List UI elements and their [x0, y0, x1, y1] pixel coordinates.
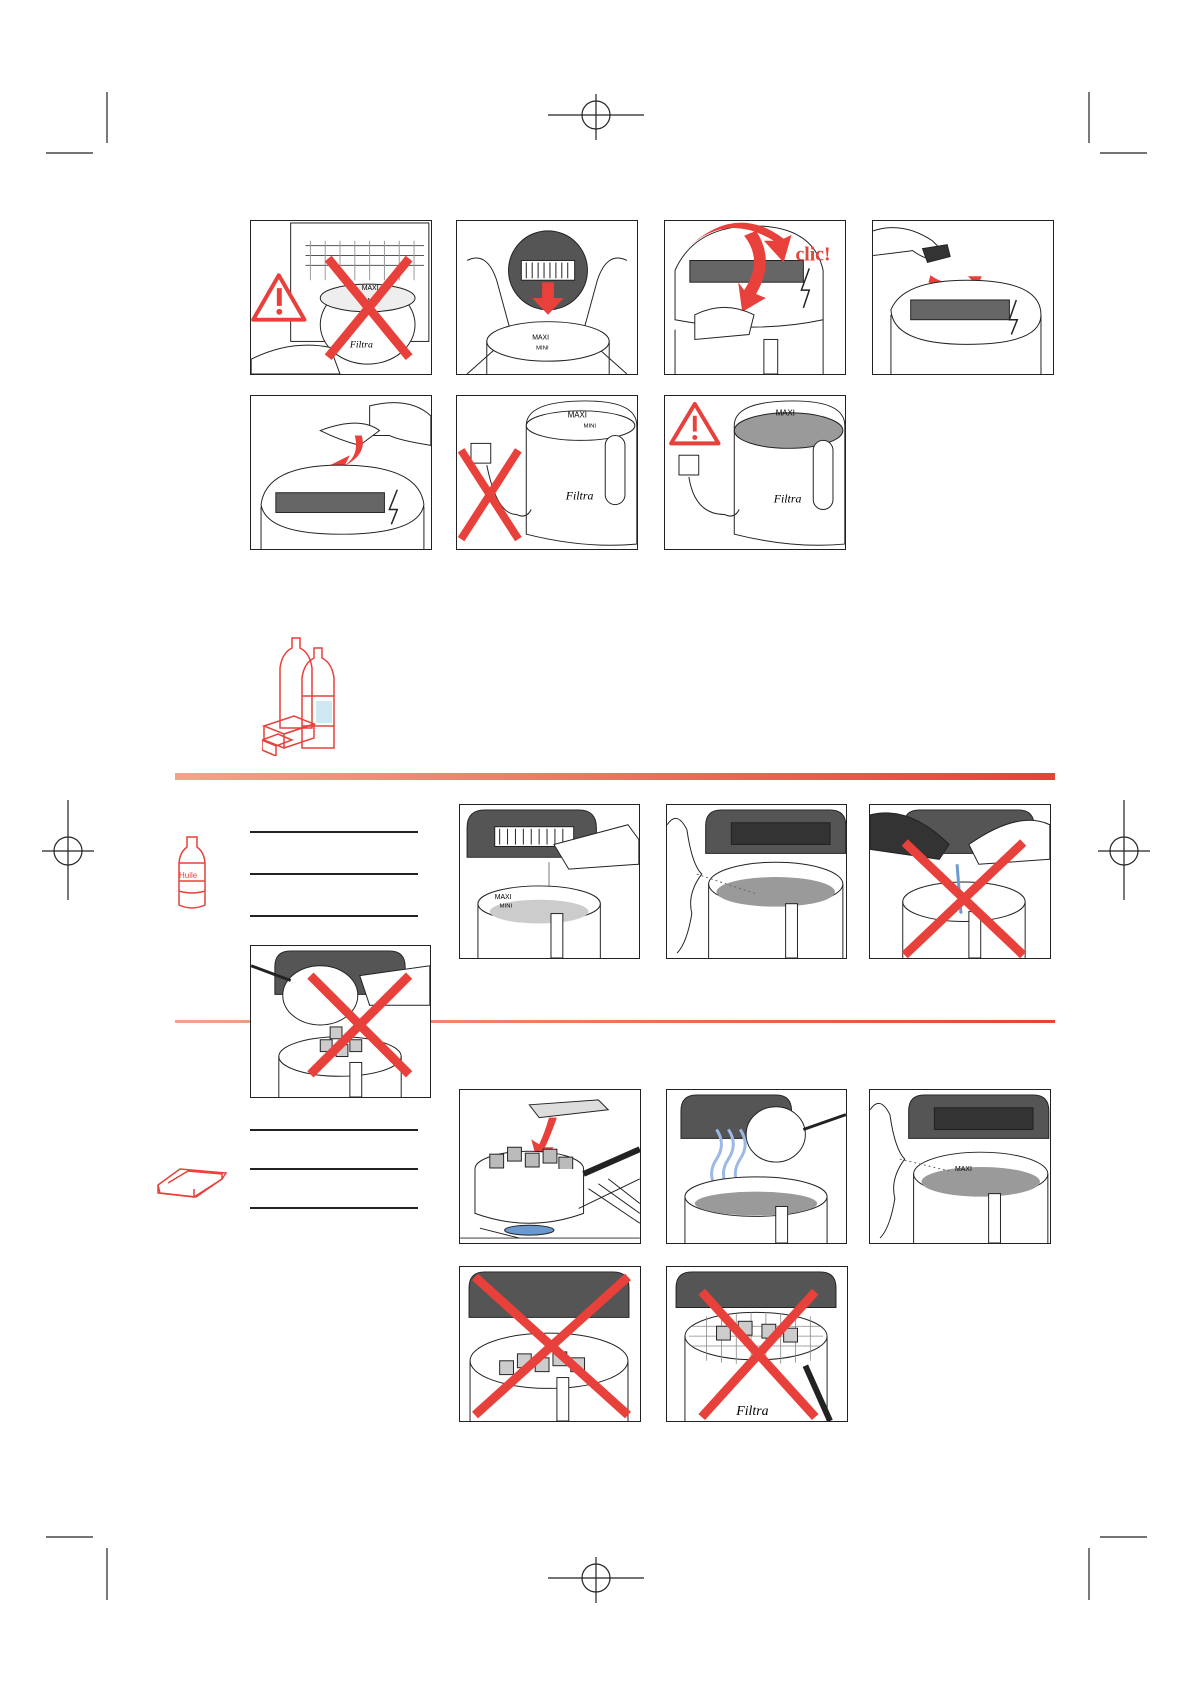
- maxi-label: MAXI: [362, 285, 379, 292]
- cross-icon: [698, 1288, 819, 1421]
- section-band-bottom: [175, 1020, 1055, 1023]
- panel-melt-fat-saucepan: [459, 1089, 641, 1244]
- oil-and-fat-illustration: [262, 637, 335, 756]
- fat-block-icon: [157, 1168, 228, 1198]
- panel-pour-melted-fat-cross: [250, 945, 431, 1098]
- blank-line: [250, 873, 418, 875]
- registration-target-left: [42, 800, 94, 900]
- registration-target-bottom: [548, 1557, 644, 1603]
- svg-text:MAXI: MAXI: [568, 411, 587, 420]
- panel-solid-fat-in-fryer-cross: [459, 1266, 641, 1422]
- svg-text:MAXI: MAXI: [955, 1166, 972, 1173]
- panel-dishwasher-warning: MAXI MINI Filtra: [250, 220, 432, 375]
- cross-icon: [471, 1273, 631, 1419]
- panel-unplugged-cross: MAXI MINI Filtra: [456, 395, 638, 550]
- warning-icon: [251, 273, 307, 322]
- svg-text:MAXI: MAXI: [776, 409, 795, 418]
- panel-close-lid-click: clic!: [664, 220, 846, 375]
- svg-text:MAXI: MAXI: [532, 334, 549, 341]
- cross-icon: [324, 255, 413, 361]
- filtra-label: Filtra: [349, 339, 373, 350]
- cross-icon: [901, 839, 1027, 958]
- panel-check-level: [666, 804, 847, 959]
- svg-text:Filtra: Filtra: [735, 1403, 768, 1418]
- panel-plugged-warning: MAXI Filtra: [664, 395, 846, 550]
- registration-target-top: [548, 94, 644, 140]
- registration-target-right: [1098, 800, 1150, 900]
- huile-label: Huile: [179, 871, 198, 880]
- panel-pour-melted-fat: [666, 1089, 847, 1244]
- panel-check-fat-level: MAXI: [869, 1089, 1051, 1244]
- blank-line: [250, 1168, 418, 1170]
- panel-pour-oil: MAXI MINI: [459, 804, 640, 959]
- section-band-top: [175, 773, 1055, 780]
- panel-lid-filter-cover: [872, 220, 1054, 375]
- blank-line: [250, 1129, 418, 1131]
- svg-text:MINI: MINI: [500, 904, 513, 910]
- svg-text:MAXI: MAXI: [495, 894, 512, 901]
- svg-text:Filtra: Filtra: [565, 489, 594, 503]
- cross-icon: [457, 448, 522, 542]
- oil-bottle-icon: Huile: [178, 836, 206, 909]
- panel-no-solid-oil-cross: [869, 804, 1051, 959]
- clic-text: clic!: [795, 243, 830, 265]
- blank-line: [250, 1207, 418, 1209]
- cross-icon: [307, 972, 413, 1078]
- panel-solid-fat-in-basket-cross: Filtra: [666, 1266, 848, 1422]
- svg-text:MINI: MINI: [536, 345, 549, 351]
- panel-place-cover: [250, 395, 432, 550]
- warning-icon: [669, 401, 721, 446]
- blank-line: [250, 915, 418, 917]
- svg-text:MINI: MINI: [584, 424, 597, 430]
- blank-line: [250, 831, 418, 833]
- panel-insert-lid: MAXI MINI: [456, 220, 638, 375]
- svg-text:Filtra: Filtra: [773, 492, 802, 506]
